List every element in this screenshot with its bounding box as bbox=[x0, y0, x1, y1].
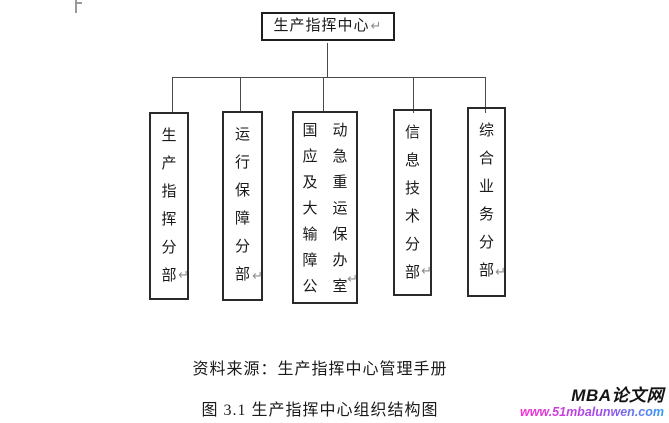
watermark-site-name: MBA论文网 bbox=[571, 386, 664, 405]
org-box-production-command: 生产指挥分部 ↵ bbox=[149, 112, 189, 300]
connector-root-vertical bbox=[327, 43, 328, 77]
return-mark-icon: ↵ bbox=[421, 264, 432, 279]
paragraph-mark-icon bbox=[75, 0, 83, 13]
watermark-site-url: www.51mbalunwen.com bbox=[519, 405, 664, 419]
figure-title: 图 3.1 生产指挥中心组织结构图 bbox=[201, 402, 439, 419]
return-mark-icon: ↵ bbox=[370, 19, 383, 34]
org-box-comprehensive-business: 综合业务分部 ↵ bbox=[467, 107, 506, 297]
source-caption: 资料来源：生产指挥中心管理手册 bbox=[192, 361, 448, 378]
connector-horizontal bbox=[172, 77, 486, 78]
org-box-root: 生产指挥中心↵ bbox=[261, 12, 395, 41]
connector-stub-1 bbox=[172, 77, 173, 113]
org-box-label: 综合业务分部 bbox=[478, 123, 494, 279]
watermark: MBA论文网 www.51mbalunwen.com bbox=[519, 386, 664, 420]
return-mark-icon: ↵ bbox=[347, 272, 358, 287]
org-box-label: 信息技术分部 bbox=[404, 125, 420, 281]
return-mark-icon: ↵ bbox=[495, 265, 506, 280]
org-box-emergency-transport-office: 国 动应 急及 重大 运输 保障 办公 室 ↵ bbox=[292, 111, 358, 304]
figure-captions: 资料来源：生产指挥中心管理手册 图 3.1 生产指挥中心组织结构图 bbox=[0, 355, 640, 420]
org-box-root-label: 生产指挥中心 bbox=[273, 18, 370, 34]
org-box-label: 运行保障分部 bbox=[234, 127, 250, 283]
org-box-label: 国 动应 急及 重大 运输 保障 办公 室 bbox=[302, 123, 348, 295]
connector-stub-5 bbox=[485, 77, 486, 113]
org-box-information-technology: 信息技术分部 ↵ bbox=[393, 109, 432, 296]
return-mark-icon: ↵ bbox=[252, 269, 263, 284]
connector-stub-4 bbox=[413, 77, 414, 113]
connector-stub-2 bbox=[240, 77, 241, 113]
return-mark-icon: ↵ bbox=[178, 268, 189, 283]
connector-stub-3 bbox=[323, 77, 324, 113]
org-box-operation-support: 运行保障分部 ↵ bbox=[222, 111, 263, 301]
org-box-label: 生产指挥分部 bbox=[161, 128, 177, 284]
